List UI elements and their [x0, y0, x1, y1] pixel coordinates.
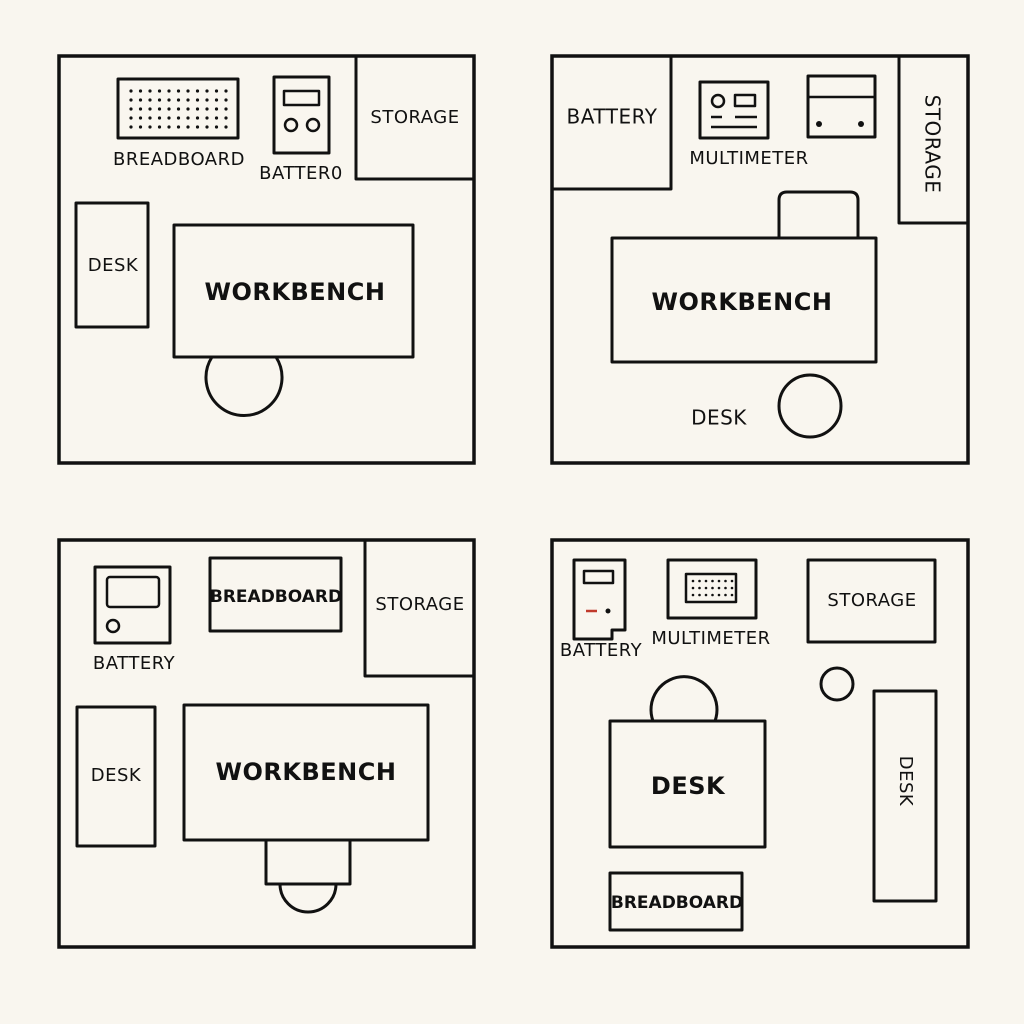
breadboard-label: BREADBOARD	[210, 587, 342, 607]
battery-label: BATTERY	[93, 653, 176, 674]
storage-area	[897, 56, 968, 225]
workbench-label: WORKBENCH	[216, 758, 397, 786]
storage-label: STORAGE	[921, 95, 945, 194]
floor-plan-1: BREADBOARD BATTER0 STORAGE DESK WORKBENC…	[57, 54, 476, 465]
room-outline	[57, 538, 476, 949]
desk-label: DESK	[691, 406, 747, 430]
floor-plan-2: BATTERY MULTIMETER STORAGE WORKBENCH DES…	[550, 54, 970, 465]
breadboard	[208, 556, 343, 633]
workbench-label: WORKBENCH	[652, 288, 833, 316]
stool-icon	[777, 373, 843, 439]
battery-device-icon	[572, 558, 627, 641]
chair-icon	[777, 190, 860, 238]
desk-side	[872, 689, 938, 903]
battery-label: BATTERY	[560, 640, 643, 661]
desk-main-label: DESK	[651, 772, 726, 800]
battery-device-icon	[272, 75, 331, 155]
multimeter-label: MULTIMETER	[651, 628, 770, 649]
floor-plan-4: BATTERY MULTIMETER STORAGE DESK DESK BRE…	[550, 538, 970, 949]
desk	[74, 201, 150, 329]
room-outline	[57, 54, 476, 465]
chair-icon	[264, 840, 352, 914]
workbench	[172, 223, 415, 359]
desk-label: DESK	[91, 765, 142, 786]
chair-icon	[204, 356, 284, 417]
desk-label: DESK	[88, 255, 139, 276]
workbench	[610, 236, 878, 364]
room-outline	[550, 54, 970, 465]
workbench-label: WORKBENCH	[205, 278, 386, 306]
battery-device-icon	[93, 565, 172, 645]
battery-label: BATTERY	[567, 105, 658, 129]
storage-label: STORAGE	[375, 594, 464, 615]
breadboard-label: BREADBOARD	[611, 893, 743, 913]
breadboard-icon	[116, 77, 240, 140]
desk-side-label: DESK	[895, 756, 916, 807]
room-outline	[550, 538, 970, 949]
multimeter-icon	[698, 80, 770, 140]
workbench	[182, 703, 430, 842]
breadboard-label: BREADBOARD	[113, 149, 245, 170]
desk	[75, 705, 157, 848]
battery-area	[552, 56, 673, 191]
desk-main	[608, 719, 767, 849]
chair-icon	[649, 675, 719, 722]
multimeter-label: MULTIMETER	[689, 148, 808, 169]
power-supply-icon	[806, 74, 877, 139]
storage-area	[363, 540, 474, 678]
battery-label: BATTER0	[259, 163, 343, 184]
floor-plan-3: BATTERY BREADBOARD STORAGE DESK WORKBENC…	[57, 538, 476, 949]
storage-label: STORAGE	[827, 590, 916, 611]
stool-icon	[819, 666, 855, 702]
storage-label: STORAGE	[370, 107, 459, 128]
multimeter-icon	[666, 558, 758, 620]
storage-area	[354, 56, 474, 181]
storage	[806, 558, 937, 644]
breadboard	[608, 871, 744, 932]
